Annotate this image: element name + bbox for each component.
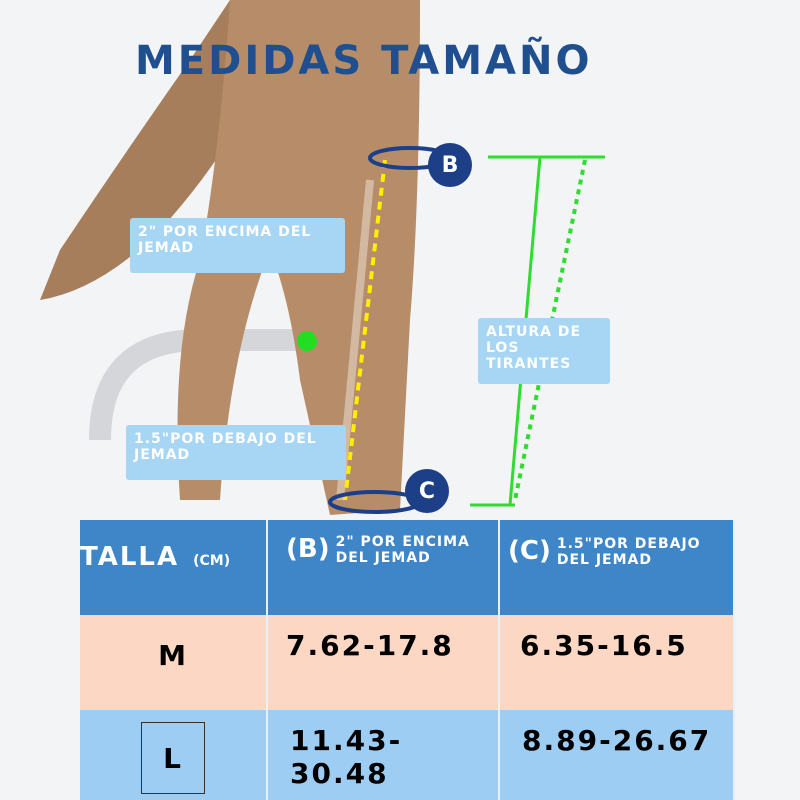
header-b: (B) 2" POR ENCIMA DEL JEMAD	[268, 520, 500, 615]
header-size-label: TALLA	[80, 542, 180, 572]
row-l-size-cell: L	[80, 710, 268, 800]
header-c: (C) 1.5"POR DEBAJO DEL JEMAD	[500, 520, 735, 615]
header-b-text: 2" POR ENCIMA DEL JEMAD	[335, 534, 470, 566]
marker-c: C	[405, 469, 449, 513]
header-c-text: 1.5"POR DEBAJO DEL JEMAD	[556, 536, 701, 568]
row-m-c: 6.35-16.5	[500, 615, 735, 710]
marker-b: B	[428, 143, 472, 187]
label-above-hock: 2" POR ENCIMA DEL JEMAD	[130, 218, 345, 273]
row-l-c: 8.89-26.67	[500, 710, 735, 800]
row-l-b: 11.43-30.48	[268, 710, 500, 800]
header-b-letter: (B)	[286, 534, 330, 564]
header-unit: (CM)	[193, 553, 231, 569]
size-table: TALLA (CM) (B) 2" POR ENCIMA DEL JEMAD (…	[80, 520, 735, 800]
header-c-letter: (C)	[508, 536, 551, 566]
header-size: TALLA (CM)	[80, 520, 268, 615]
row-m-b: 7.62-17.8	[268, 615, 500, 710]
label-below-hock: 1.5"POR DEBAJO DEL JEMAD	[126, 425, 346, 480]
label-strap-height: ALTURA DE LOS TIRANTES	[478, 318, 610, 384]
row-m-size: M	[80, 615, 268, 710]
row-l-size: L	[141, 722, 205, 794]
page-title: MEDIDAS TAMAÑO	[135, 38, 593, 84]
